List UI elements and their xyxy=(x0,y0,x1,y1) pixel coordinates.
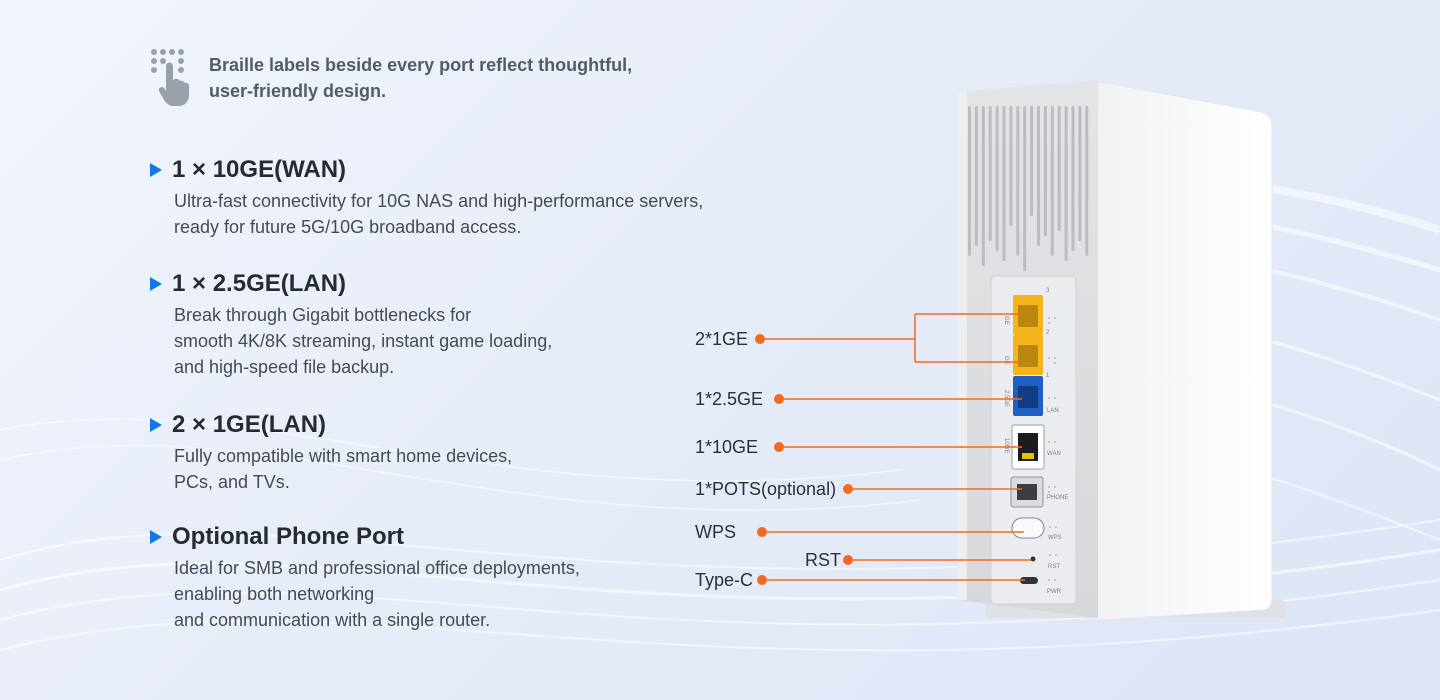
wps-button xyxy=(1011,517,1045,539)
feature-1ge-lan: 2 × 1GE(LAN) Fully compatible with smart… xyxy=(150,409,512,495)
feature-desc-line: and high-speed file backup. xyxy=(174,357,395,377)
bullet-arrow-icon xyxy=(150,418,162,432)
braille-note-line: Braille labels beside every port reflect… xyxy=(209,55,633,75)
feature-desc-line: PCs, and TVs. xyxy=(174,472,290,492)
vent-slot xyxy=(1009,106,1013,226)
vent-slot xyxy=(1071,106,1075,251)
mark-2: 2 xyxy=(1046,330,1050,336)
label-wps: WPS xyxy=(695,522,737,542)
vent-slot xyxy=(1057,106,1061,231)
vent-slot xyxy=(1064,106,1068,261)
mark-ge-b: GE xyxy=(1003,356,1009,365)
feature-desc-line: Fully compatible with smart home devices… xyxy=(174,446,513,466)
vent-slot xyxy=(1050,106,1054,256)
braille-note: Braille labels beside every port reflect… xyxy=(209,52,669,104)
feature-desc-line: Ideal for SMB and professional office de… xyxy=(174,558,580,578)
vent-slot xyxy=(968,106,971,256)
label-typec: Type-C xyxy=(695,570,754,590)
feature-title: 2 × 1GE(LAN) xyxy=(172,411,327,438)
rst-pinhole xyxy=(1030,556,1036,562)
label-ge: 2*1GE xyxy=(695,329,749,349)
feature-desc-line: and communication with a single router. xyxy=(174,610,491,630)
mark-1: 1 xyxy=(1046,373,1050,379)
mark-3: 3 xyxy=(1046,288,1050,294)
braille-touch-icon xyxy=(151,49,189,106)
mark-ge25: 2.5GE xyxy=(1003,390,1009,407)
vent-slot xyxy=(1043,106,1047,236)
mark-lan: LAN xyxy=(1047,408,1059,414)
bullet-arrow-icon xyxy=(150,530,162,544)
vent-slot xyxy=(1016,106,1020,256)
label-rst: RST xyxy=(805,550,841,570)
vent-slot xyxy=(974,106,978,246)
bullet-arrow-icon xyxy=(150,163,162,177)
vent-slot xyxy=(1037,106,1040,246)
vent-slot xyxy=(1085,106,1089,256)
label-ge10: 1*10GE xyxy=(695,437,759,457)
feature-title: Optional Phone Port xyxy=(172,523,404,550)
label-pots: 1*POTS(optional) xyxy=(695,479,837,499)
feature-desc-line: smooth 4K/8K streaming, instant game loa… xyxy=(174,331,553,351)
feature-title: 1 × 2.5GE(LAN) xyxy=(172,270,347,297)
vent-slot xyxy=(981,106,985,266)
vent-slot xyxy=(1002,106,1006,261)
typec-port xyxy=(1020,577,1038,584)
mark-wan: WAN xyxy=(1047,451,1061,457)
mark-ge10: 10GE xyxy=(1003,438,1009,453)
mark-ge-a: GE xyxy=(1003,316,1009,325)
vent-slot xyxy=(1030,106,1034,216)
mark-rst: RST xyxy=(1048,564,1060,570)
feature-2-5ge-lan: 1 × 2.5GE(LAN) Break through Gigabit bot… xyxy=(150,268,552,380)
feature-phone-port: Optional Phone Port Ideal for SMB and pr… xyxy=(150,521,580,633)
router-side-panel xyxy=(1089,79,1273,621)
mark-pwr: PWR xyxy=(1047,589,1062,595)
vent-slot xyxy=(1023,106,1027,271)
feature-desc-line: enabling both networking xyxy=(174,584,375,604)
router-vents xyxy=(968,106,1089,271)
mark-phone: PHONE xyxy=(1047,495,1068,501)
vent-slot xyxy=(988,106,992,241)
vent-slot xyxy=(995,106,999,251)
feature-desc-line: ready for future 5G/10G broadband access… xyxy=(174,217,522,237)
bullet-arrow-icon xyxy=(150,277,162,291)
feature-title: 1 × 10GE(WAN) xyxy=(172,156,347,183)
feature-desc-line: Break through Gigabit bottlenecks for xyxy=(174,305,472,325)
feature-desc-line: Ultra-fast connectivity for 10G NAS and … xyxy=(174,191,704,211)
braille-note-line: user-friendly design. xyxy=(209,81,387,101)
label-ge25: 1*2.5GE xyxy=(695,389,764,409)
vent-slot xyxy=(1078,106,1082,241)
mark-wps: WPS xyxy=(1048,535,1062,541)
feature-10ge-wan: 1 × 10GE(WAN) Ultra-fast connectivity fo… xyxy=(150,154,703,240)
